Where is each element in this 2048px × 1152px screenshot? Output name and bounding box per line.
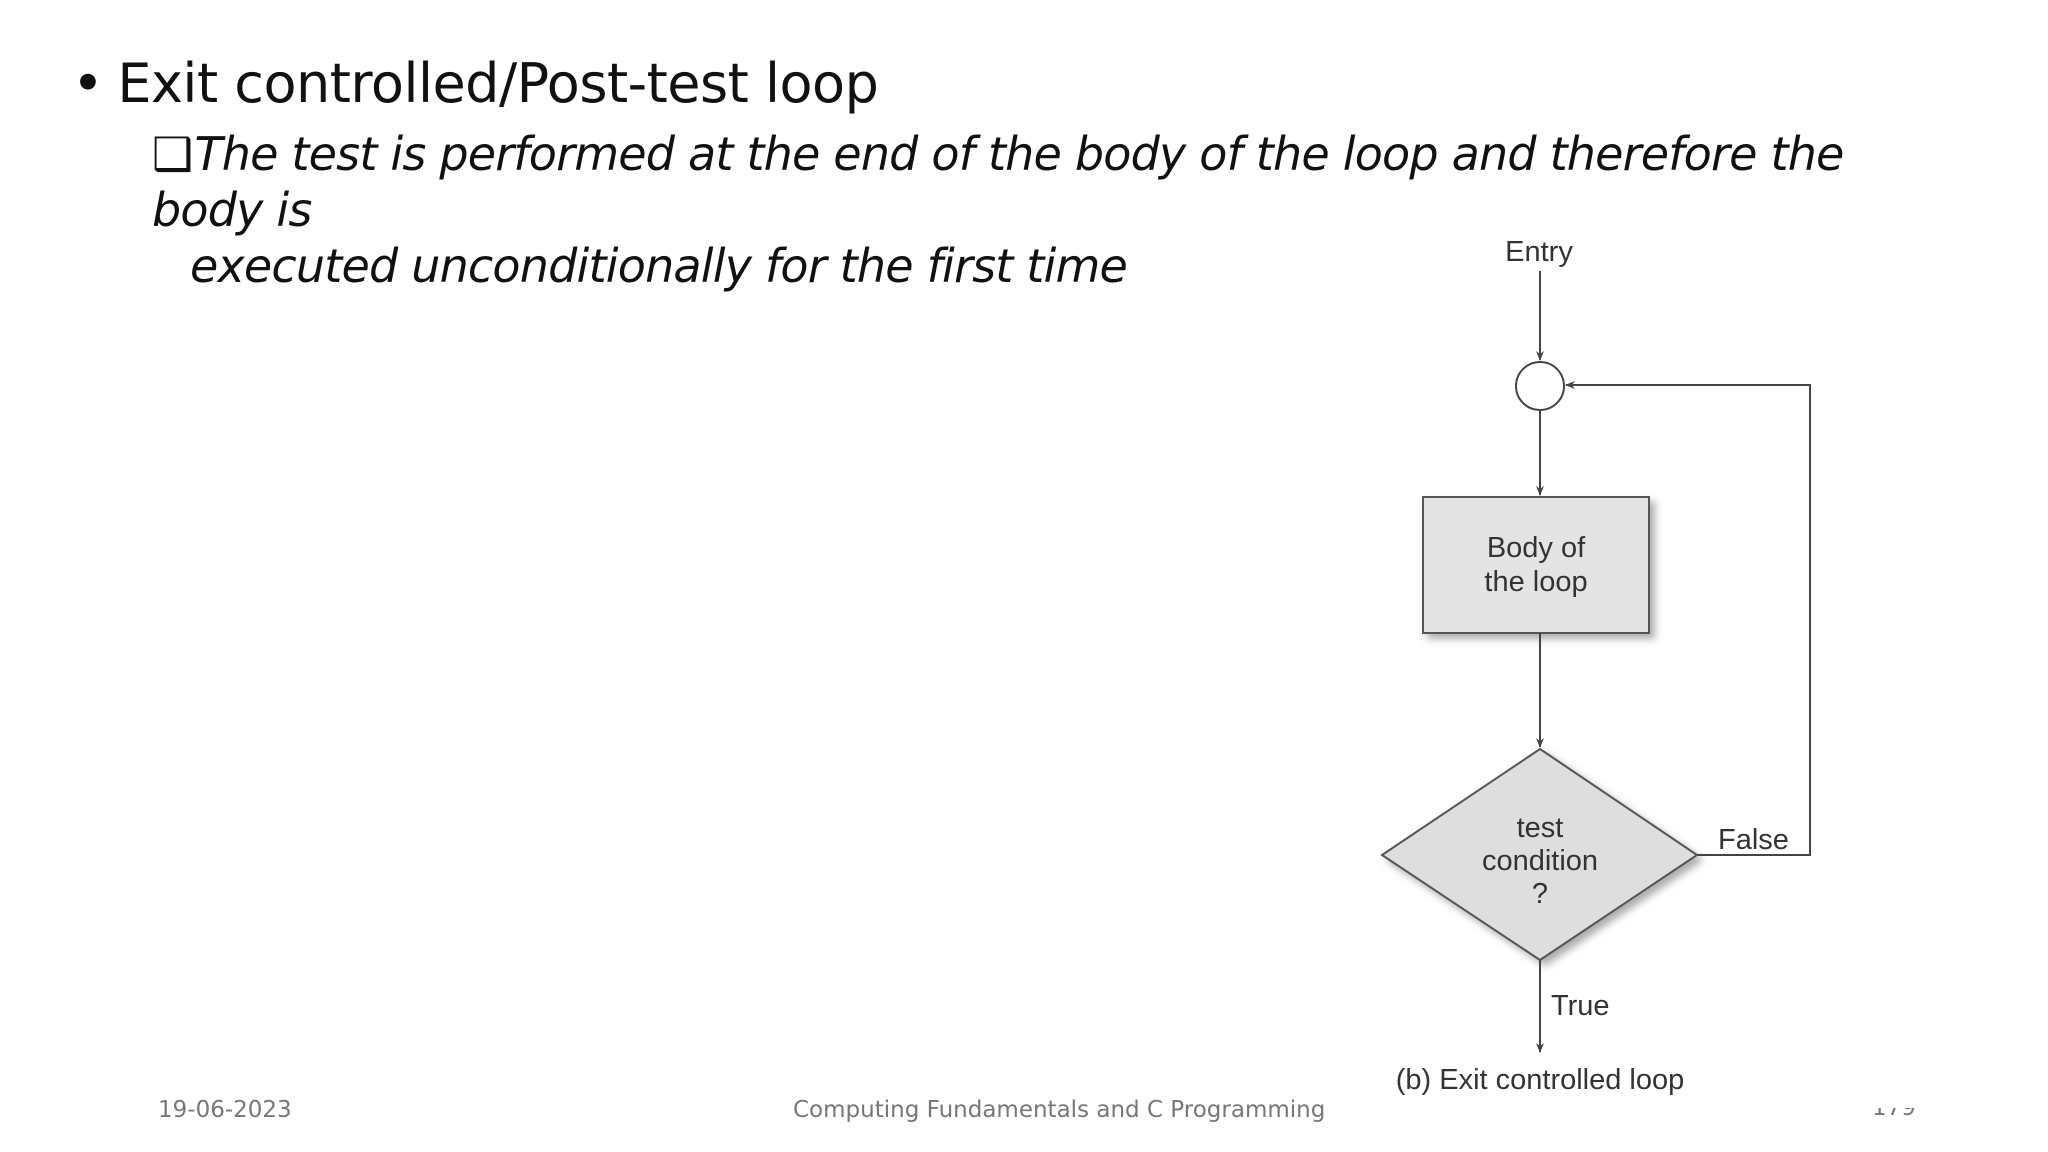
bullet: •: [72, 52, 104, 115]
body-line-2: the loop: [1484, 566, 1587, 598]
slide-title: •Exit controlled/Post-test loop: [72, 52, 879, 115]
body-line-1: Body of: [1487, 532, 1586, 564]
title-text: Exit controlled/Post-test loop: [117, 52, 879, 115]
false-loop-arrow: [1565, 381, 1811, 856]
checkbox-bullet-icon: ❑: [152, 127, 193, 181]
footer-course: Computing Fundamentals and C Programming: [793, 1097, 1326, 1123]
connector-circle: [1515, 361, 1565, 411]
false-label: False: [1718, 824, 1789, 856]
condition-line-3: ?: [1532, 878, 1548, 910]
page-number: 179: [1872, 1108, 1916, 1121]
entry-label: Entry: [1505, 236, 1573, 268]
sub-line-2: executed unconditionally for the first t…: [190, 239, 1128, 293]
body-box: [1422, 496, 1650, 634]
sub-line-1: The test is performed at the end of the …: [152, 127, 1844, 237]
condition-line-1: test: [1517, 812, 1564, 844]
true-label: True: [1551, 990, 1610, 1022]
condition-line-2: condition: [1482, 845, 1598, 877]
diagram-caption: (b) Exit controlled loop: [1396, 1064, 1685, 1096]
footer-date: 19-06-2023: [158, 1097, 292, 1123]
sub-point: ❑The test is performed at the end of the…: [152, 126, 1952, 294]
